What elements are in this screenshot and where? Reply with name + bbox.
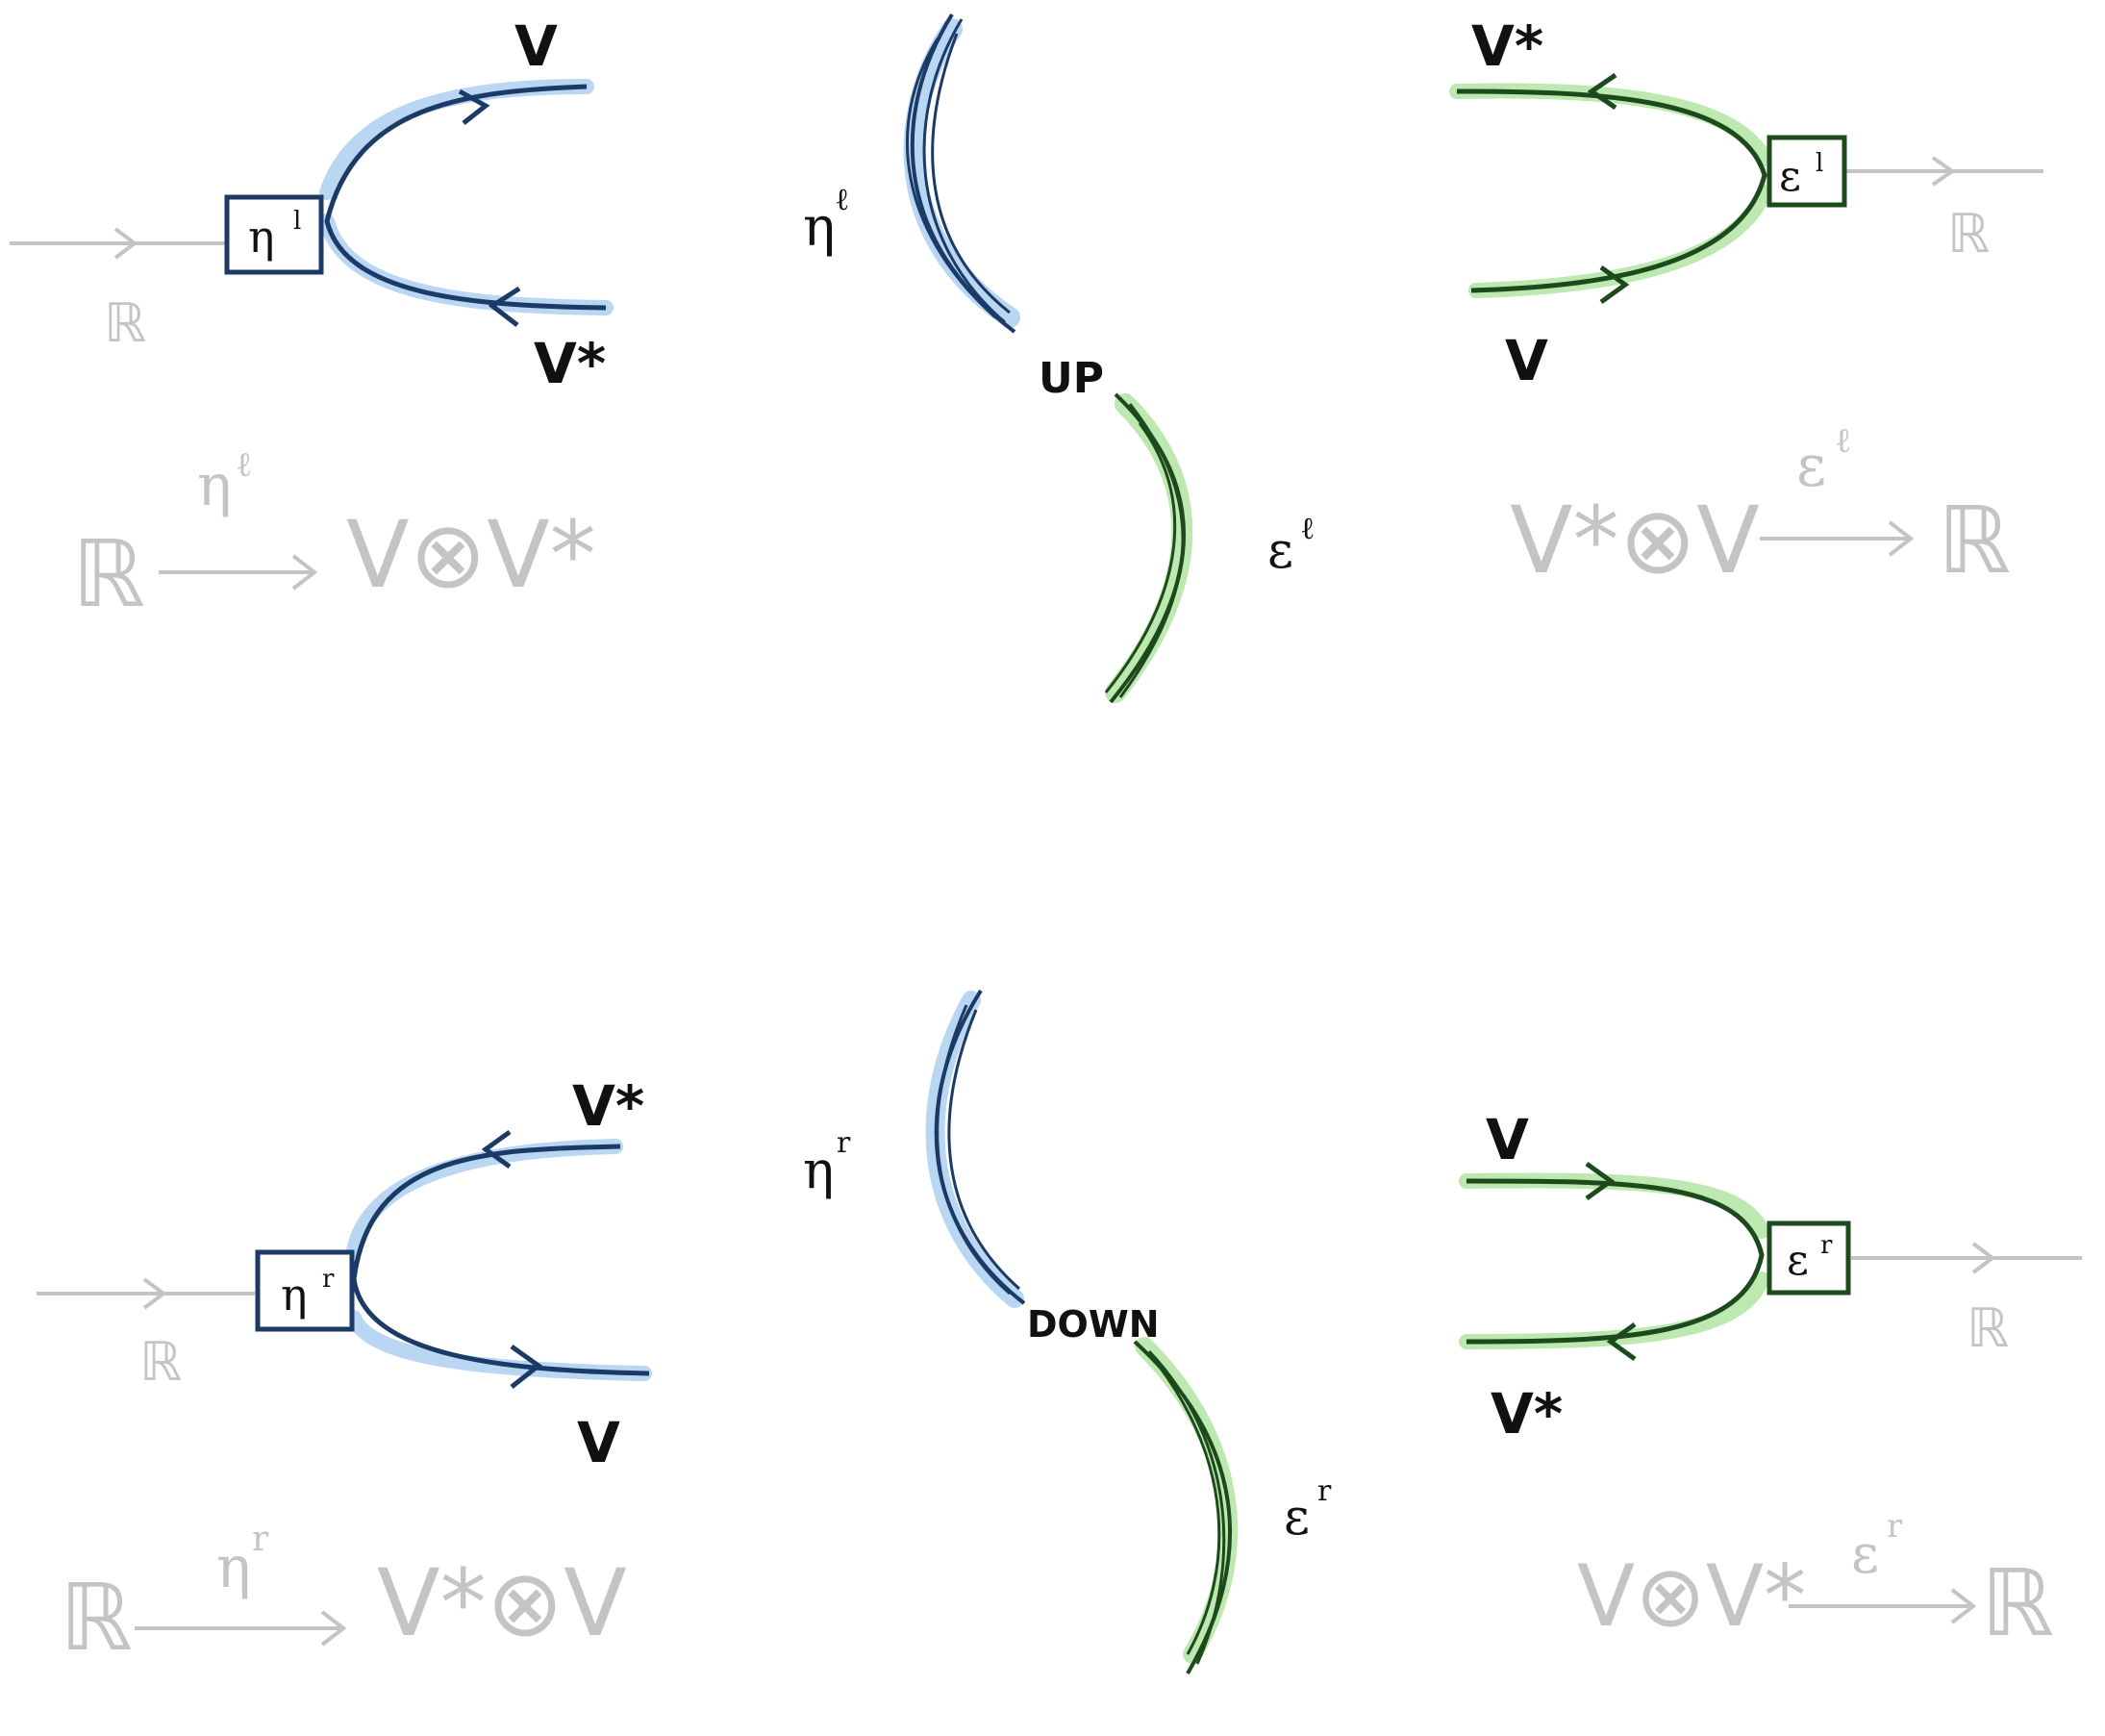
eta-left-formula-from: ℝ xyxy=(72,520,145,628)
eta-left-box-label: η xyxy=(248,211,275,263)
epsilon-left-diagram xyxy=(1449,72,2043,305)
eta-right-formula-to: V*⊗V xyxy=(377,1549,627,1657)
down-epsilon-label: ε xyxy=(1284,1489,1310,1547)
epsilon-left-formula-arrow-label: ε xyxy=(1796,433,1826,500)
eta-right-input-label: ℝ xyxy=(139,1331,182,1394)
epsilon-left-bottom-arrow xyxy=(1599,264,1630,305)
eta-left-box xyxy=(224,194,324,275)
up-eta-arc-stroke-2 xyxy=(922,18,1006,324)
up-epsilon-label: ε xyxy=(1267,522,1293,580)
eta-left-output-bottom-label: V* xyxy=(534,331,606,396)
epsilon-left-input-top-label: V* xyxy=(1471,13,1543,79)
eta-right-formula-from: ℝ xyxy=(60,1564,133,1672)
up-epsilon-arc-stroke-3 xyxy=(1104,422,1177,693)
epsilon-left-formula-arrow-sup: ℓ xyxy=(1835,421,1851,461)
epsilon-right-input-bottom-label: V* xyxy=(1491,1381,1563,1447)
epsilon-left-highlight xyxy=(1449,83,1772,298)
eta-right-formula-arrowhead xyxy=(320,1610,347,1647)
eta-right-formula-arrow-sup: r xyxy=(252,1520,269,1559)
eta-left-bottom-arrow xyxy=(488,286,521,327)
down-center-label: DOWN xyxy=(1027,1303,1160,1346)
epsilon-right-formula-from: V⊗V* xyxy=(1577,1547,1806,1646)
epsilon-right-bottom-arrow xyxy=(1606,1321,1637,1362)
down-epsilon-arc-stroke-3 xyxy=(1157,1365,1221,1655)
eta-right-box xyxy=(255,1249,355,1332)
eta-right-formula xyxy=(135,1610,347,1647)
down-epsilon-arc-stroke-2 xyxy=(1147,1349,1226,1665)
eta-left-formula-arrowhead xyxy=(291,554,318,591)
up-zigzag xyxy=(903,13,1193,704)
epsilon-right-formula-arrowhead xyxy=(1950,1588,1977,1624)
down-zigzag xyxy=(925,989,1239,1675)
up-epsilon-sup: ℓ xyxy=(1300,510,1315,546)
eta-left-input-arrow xyxy=(113,227,138,260)
eta-left-diagram xyxy=(10,79,614,327)
eta-right-box-label: η xyxy=(281,1269,308,1321)
epsilon-right-formula-arrow-sup: r xyxy=(1887,1507,1903,1546)
epsilon-right-box xyxy=(1767,1220,1851,1296)
epsilon-left-formula xyxy=(1760,520,1915,557)
down-epsilon-sup: r xyxy=(1317,1474,1332,1508)
epsilon-left-output-label: ℝ xyxy=(1947,203,1990,265)
eta-right-box-sup: r xyxy=(322,1265,335,1294)
epsilon-right-formula-to: ℝ xyxy=(1981,1549,2054,1657)
epsilon-right-input-top-label: V xyxy=(1486,1107,1529,1172)
up-eta-arc-stroke-3 xyxy=(905,38,997,319)
eta-left-formula-arrow-sup: ℓ xyxy=(236,445,252,485)
down-eta-arc-stroke-2 xyxy=(936,1004,1011,1296)
eta-right-output-bottom-label: V xyxy=(577,1410,620,1475)
eta-left-formula-arrow-label: η xyxy=(197,452,232,519)
eta-right-bottom-arrow xyxy=(510,1344,543,1389)
eta-right-top-arrow xyxy=(481,1129,512,1170)
epsilon-left-formula-from: V*⊗V xyxy=(1510,487,1760,594)
up-eta-sup: ℓ xyxy=(835,181,849,217)
epsilon-right-formula-arrow-label: ε xyxy=(1851,1523,1879,1586)
epsilon-left-formula-arrowhead xyxy=(1888,520,1915,557)
epsilon-left-input-bottom-label: V xyxy=(1505,328,1548,393)
epsilon-right-formula xyxy=(1789,1588,1977,1624)
epsilon-left-formula-to: ℝ xyxy=(1938,487,2011,594)
eta-right-diagram xyxy=(37,1129,652,1389)
epsilon-right-output-arrow xyxy=(1971,1242,1996,1274)
eta-right-cup xyxy=(351,1144,650,1376)
down-eta-arc-stroke-3 xyxy=(947,1009,1020,1291)
eta-right-highlight xyxy=(346,1139,652,1381)
up-eta-arc-stroke-4 xyxy=(931,33,1011,314)
epsilon-right-output-label: ℝ xyxy=(1967,1297,2009,1360)
epsilon-left-top-arrow xyxy=(1587,72,1617,111)
eta-left-formula-to: V⊗V* xyxy=(346,501,596,609)
eta-left-input-label: ℝ xyxy=(104,292,146,355)
eta-left-top-arrow xyxy=(458,88,490,125)
eta-left-box-sup: l xyxy=(293,207,301,236)
epsilon-left-cap xyxy=(1456,88,1767,293)
eta-right-output-top-label: V* xyxy=(572,1073,644,1139)
down-eta-sup: r xyxy=(837,1126,851,1160)
eta-left-cup xyxy=(324,84,607,311)
eta-right-input-arrow xyxy=(142,1277,167,1310)
epsilon-left-box-sup: l xyxy=(1816,149,1823,178)
up-center-label: UP xyxy=(1039,354,1104,403)
eta-right-formula-arrow-label: η xyxy=(216,1534,251,1601)
epsilon-left-box xyxy=(1767,135,1847,208)
eta-left-formula xyxy=(159,554,318,591)
epsilon-right-top-arrow xyxy=(1585,1161,1616,1201)
epsilon-left-box-label: ε xyxy=(1779,152,1801,201)
epsilon-right-box-label: ε xyxy=(1787,1236,1809,1285)
epsilon-right-diagram xyxy=(1459,1161,2082,1362)
epsilon-right-box-sup: r xyxy=(1820,1231,1833,1260)
up-epsilon-arc-stroke-2 xyxy=(1118,403,1185,698)
epsilon-left-output-arrow xyxy=(1931,156,1956,187)
down-eta-label: η xyxy=(803,1140,834,1200)
up-eta-label: η xyxy=(803,196,836,259)
eta-left-output-top-label: V xyxy=(514,13,558,79)
